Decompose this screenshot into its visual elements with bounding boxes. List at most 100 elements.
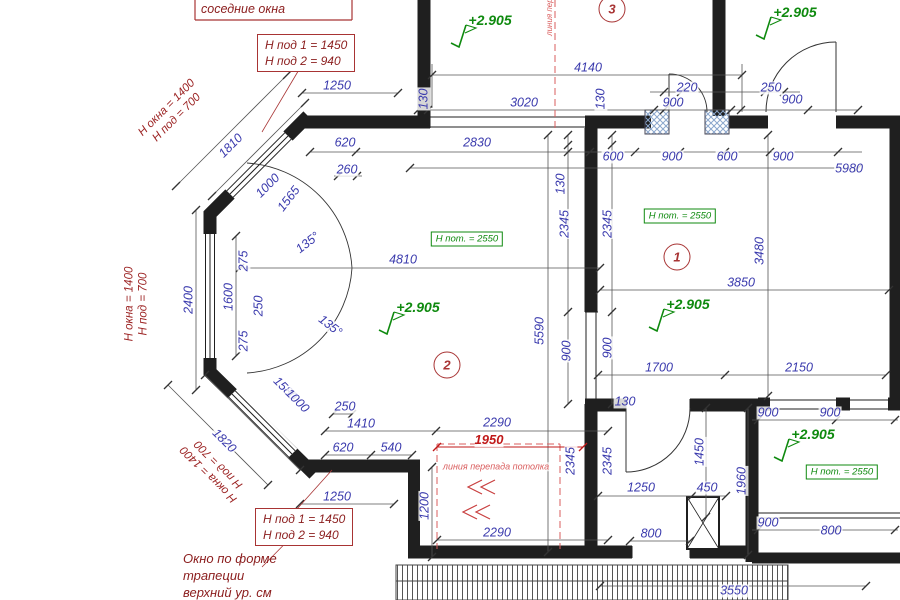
dimension-label: 1600 (221, 282, 236, 312)
note-line: Н под 1 = 1450 (265, 38, 348, 52)
dimension-label: 450 (695, 480, 719, 495)
elevation-mark: +2.905 (648, 296, 731, 332)
dimension-label: 900 (660, 149, 684, 164)
dimension-label: 900 (780, 92, 804, 107)
room-number-badge: 1 (663, 243, 691, 271)
dimension-label: 2345 (600, 446, 615, 476)
dimension-label: 900 (600, 336, 615, 360)
dimension-label: 3020 (509, 95, 539, 110)
elevation-value: +2.905 (791, 426, 835, 442)
elevation-mark: +2.905 (378, 299, 461, 335)
dimension-label: 1450 (692, 437, 707, 467)
shaft (686, 496, 720, 550)
annotation-label: 1950 (474, 432, 504, 448)
dimension-label: 4140 (573, 60, 603, 75)
dimension-label: 1700 (644, 360, 674, 375)
dimension-label: 2150 (784, 360, 814, 375)
dimension-label: 2830 (462, 135, 492, 150)
note-line: Окно по форме (183, 551, 277, 566)
dimension-label: 1000 (281, 385, 313, 417)
dimension-label: 1000 (252, 170, 284, 202)
dimension-label: 2345 (557, 209, 572, 239)
dimension-label: 900 (771, 149, 795, 164)
room-number-badge: 2 (433, 351, 461, 379)
elevation-symbol-icon (648, 308, 676, 332)
window-note-box-bottom: Н под 1 = 1450 Н под 2 = 940 (255, 508, 354, 547)
dimension-label: 135° (314, 312, 346, 340)
dimension-label: 5590 (532, 316, 547, 346)
dimension-label: 900 (661, 95, 685, 110)
dimension-label: 620 (333, 135, 357, 150)
dimension-label: 2290 (482, 415, 512, 430)
note-line: Н под 2 = 940 (263, 528, 339, 543)
ceiling-height-box: Н пот. = 2550 (643, 208, 717, 224)
elevation-symbol-icon (378, 311, 406, 335)
dimension-label: 2345 (563, 446, 578, 476)
elevation-mark: +2.905 (450, 12, 533, 48)
elevation-value: +2.905 (666, 296, 710, 312)
dimension-label: 1250 (322, 489, 352, 504)
dimension-label: 540 (379, 440, 403, 455)
ceiling-height-box: Н пот. = 2550 (805, 464, 879, 480)
dimension-label: 1410 (346, 416, 376, 431)
window-note-box-top: Н под 1 = 1450 Н под 2 = 940 (257, 34, 356, 73)
dimension-label: 250 (759, 80, 783, 95)
dimension-label: 130 (416, 87, 431, 111)
elevation-value: +2.905 (468, 12, 512, 28)
dimension-label: 900 (756, 515, 780, 530)
dimension-label: 2400 (181, 285, 196, 315)
window-glazing (205, 116, 900, 558)
dimension-label: 800 (639, 526, 663, 541)
elevation-value: +2.905 (773, 4, 817, 20)
dimension-label: 4810 (388, 252, 418, 267)
elevation-symbol-icon (773, 438, 801, 462)
column-hatched (644, 109, 670, 135)
dimension-label: 1250 (322, 78, 352, 93)
dimension-label: 3480 (752, 236, 767, 266)
dimension-label: 800 (819, 523, 843, 538)
dimension-label: 620 (331, 440, 355, 455)
elevation-symbol-icon (755, 16, 783, 40)
dimension-label: 250 (333, 399, 357, 414)
dimension-label: 2345 (600, 209, 615, 239)
dimension-label: 2290 (482, 525, 512, 540)
dimension-label: 1960 (734, 466, 749, 496)
elevation-symbol-icon (450, 24, 478, 48)
dimension-label: 130 (553, 172, 568, 196)
dimension-label: 1810 (215, 130, 247, 162)
dimension-label: 135° (292, 229, 324, 257)
elevation-mark: +2.905 (755, 4, 838, 40)
note-line: Н окна = 1400 (123, 266, 136, 342)
window-height-note-side: Н окна = 1400 Н под = 700 (123, 267, 152, 342)
note-line: Н под 1 = 1450 (263, 512, 346, 526)
note-line: верхний ур. см (183, 584, 272, 600)
dimension-label: 130 (593, 87, 608, 111)
dimension-label: 5980 (834, 161, 864, 176)
dimension-label: 3550 (719, 583, 749, 598)
note-line: трапеции (183, 567, 245, 583)
angle-arcs (246, 162, 353, 374)
dimension-label: 260 (335, 162, 359, 177)
dimension-label: 600 (715, 149, 739, 164)
elevation-value: +2.905 (396, 299, 440, 315)
dimension-label: 3850 (726, 275, 756, 290)
ceiling-height-box: Н пот. = 2550 (430, 231, 504, 247)
dimension-label: 600 (601, 149, 625, 164)
note-line: Н под = 700 (138, 272, 150, 336)
elevation-mark: +2.905 (773, 426, 856, 462)
dimension-label: 250 (251, 294, 266, 318)
dimension-label: 1200 (417, 491, 432, 521)
dimension-label: 1250 (626, 480, 656, 495)
annotation-label: линия пер. (544, 0, 554, 36)
dimension-label: 130 (613, 394, 637, 409)
room-number-badge: 3 (598, 0, 626, 23)
dimension-label: 1565 (274, 183, 304, 215)
dimension-label: 900 (756, 405, 780, 420)
dimension-label: 275 (236, 329, 251, 353)
note-line: Н под 2 = 940 (265, 54, 341, 69)
dimension-label: 900 (818, 405, 842, 420)
column-hatched (704, 109, 730, 135)
